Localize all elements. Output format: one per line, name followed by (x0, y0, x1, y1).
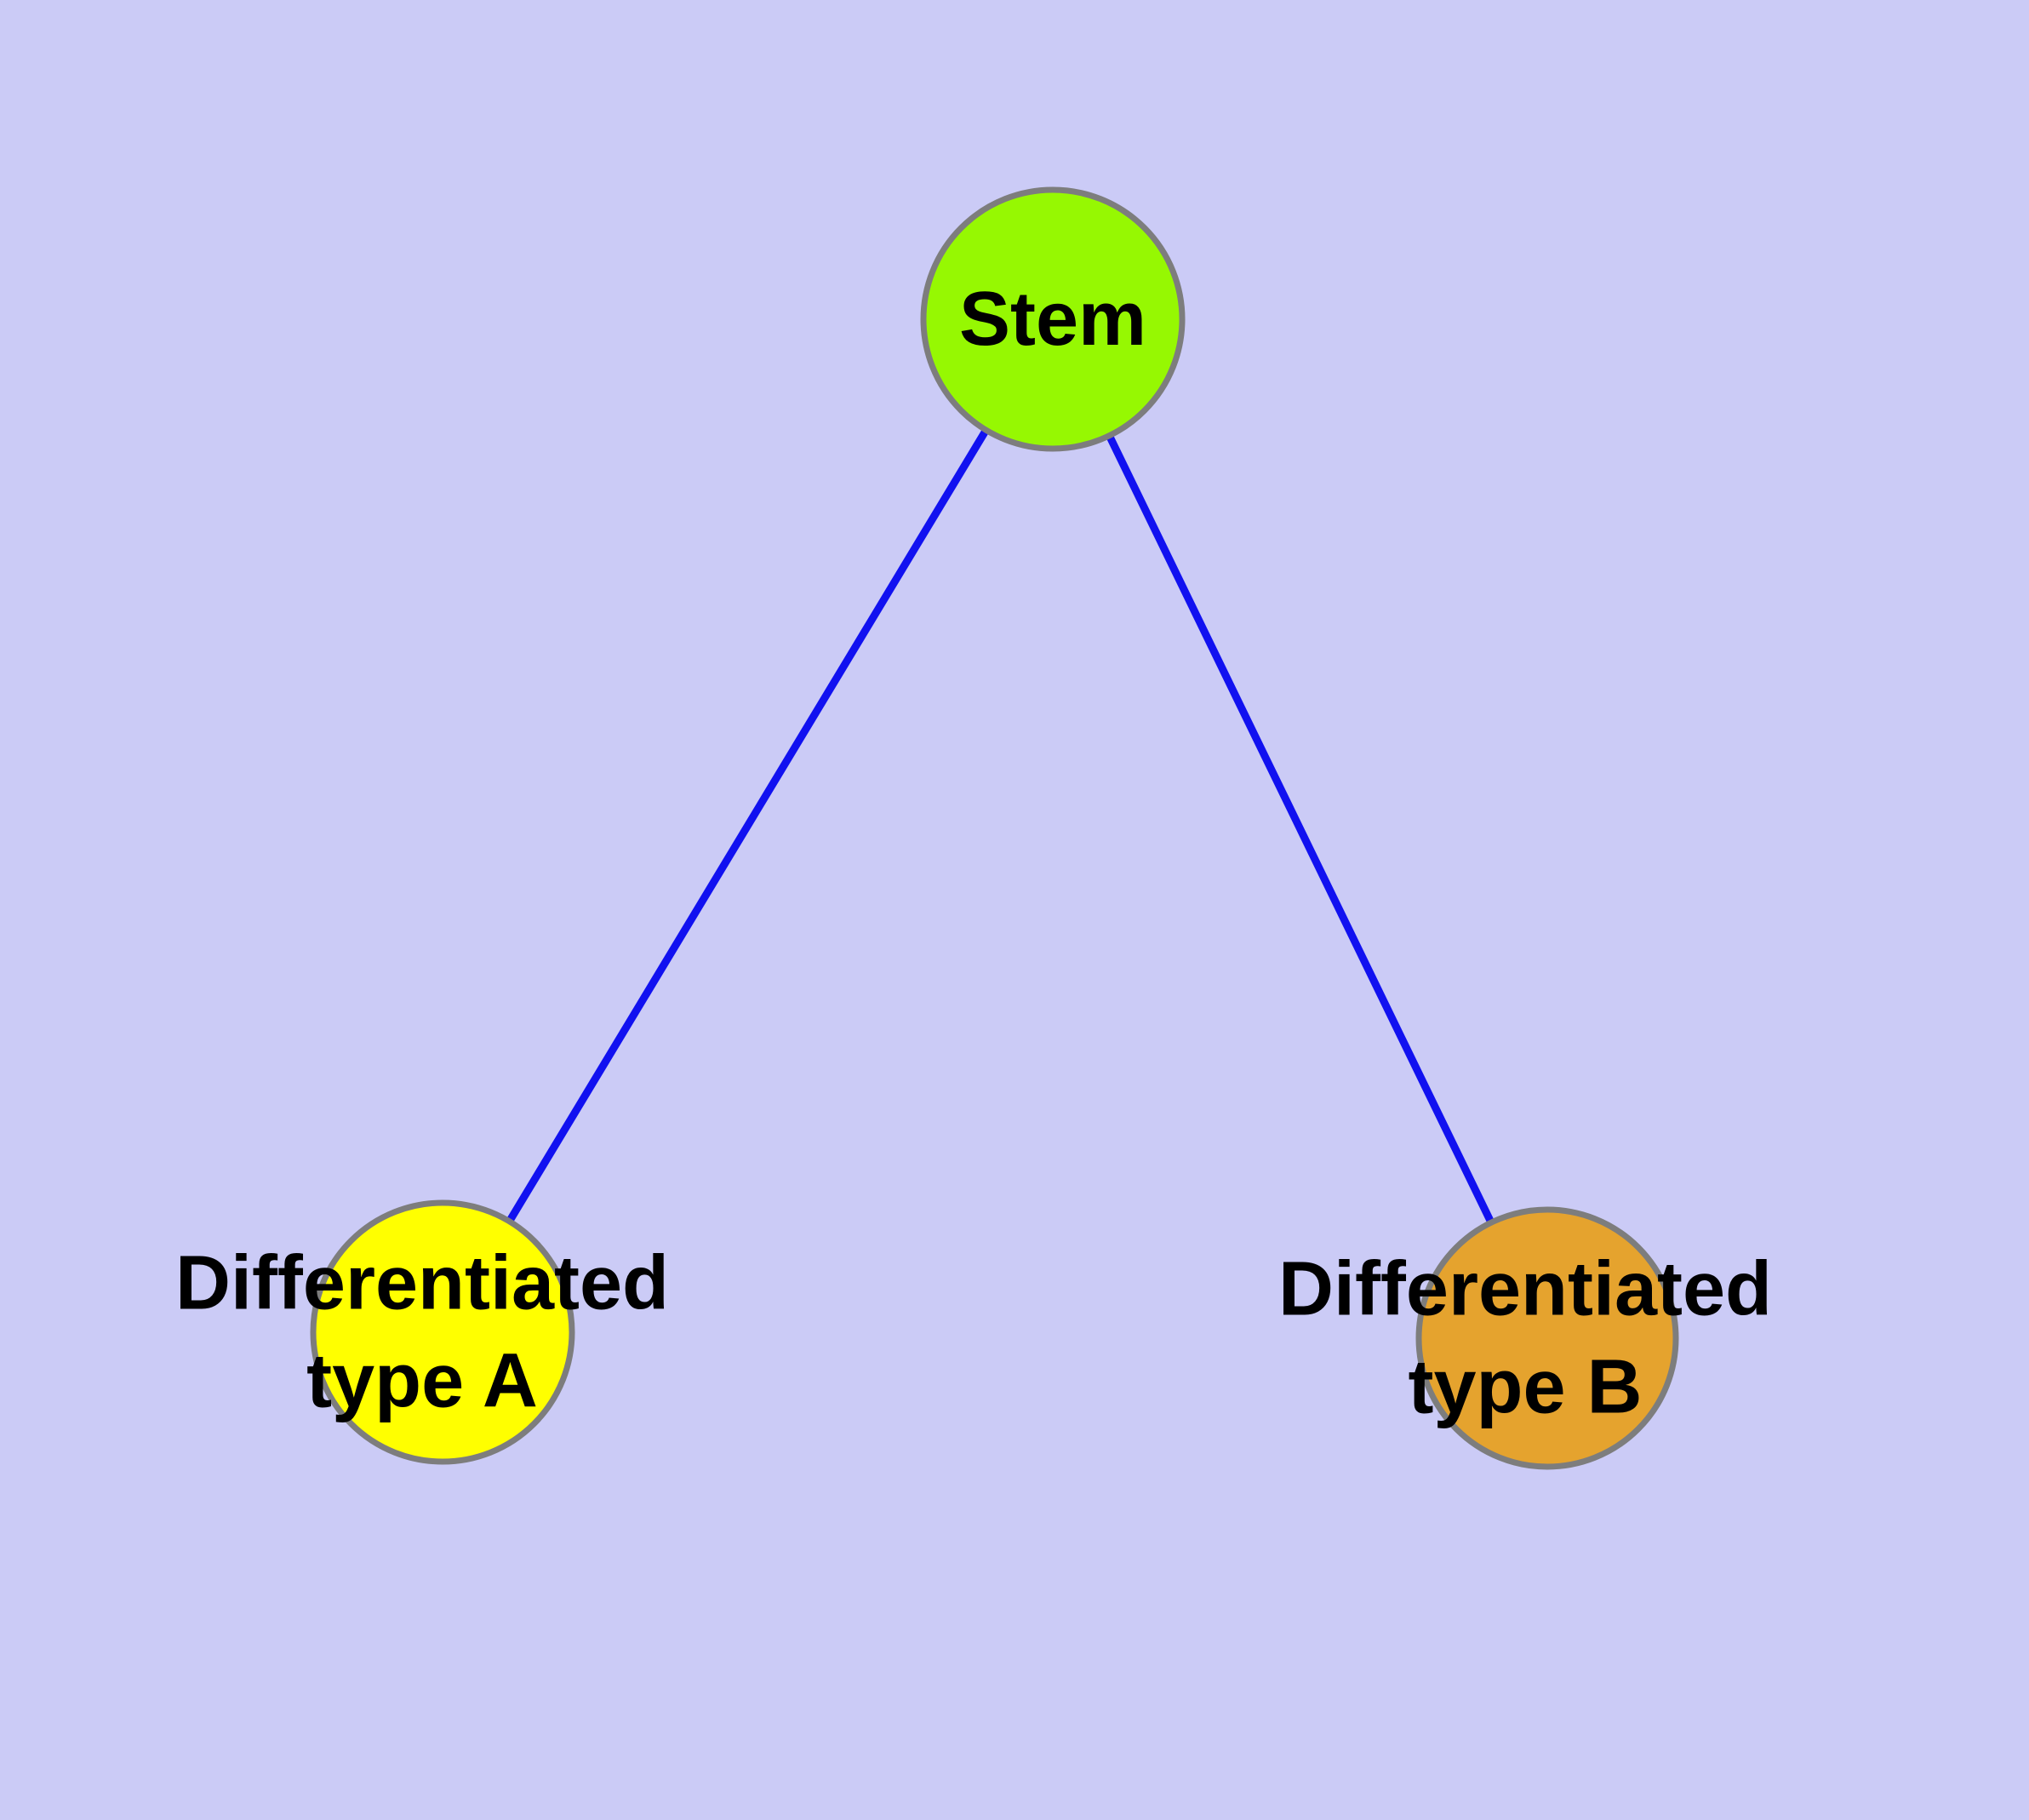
node-diff-type-a-label-line-1: Differentiated (175, 1241, 669, 1326)
node-diff-type-a-circle (310, 1199, 575, 1465)
node-diff-type-b-label-line-1: Differentiated (1278, 1247, 1772, 1332)
node-diff-type-b-label-line-2: type B (1408, 1345, 1642, 1430)
node-stem-label-line-1: Stem (959, 277, 1146, 362)
node-stem-circle (920, 186, 1186, 452)
edge-stem-diff-type-a (439, 317, 1056, 1335)
edge-stem-diff-type-b (1049, 318, 1552, 1340)
node-diff-type-b-circle (1415, 1206, 1679, 1470)
node-diff-type-a-label-line-2: type A (306, 1339, 538, 1424)
